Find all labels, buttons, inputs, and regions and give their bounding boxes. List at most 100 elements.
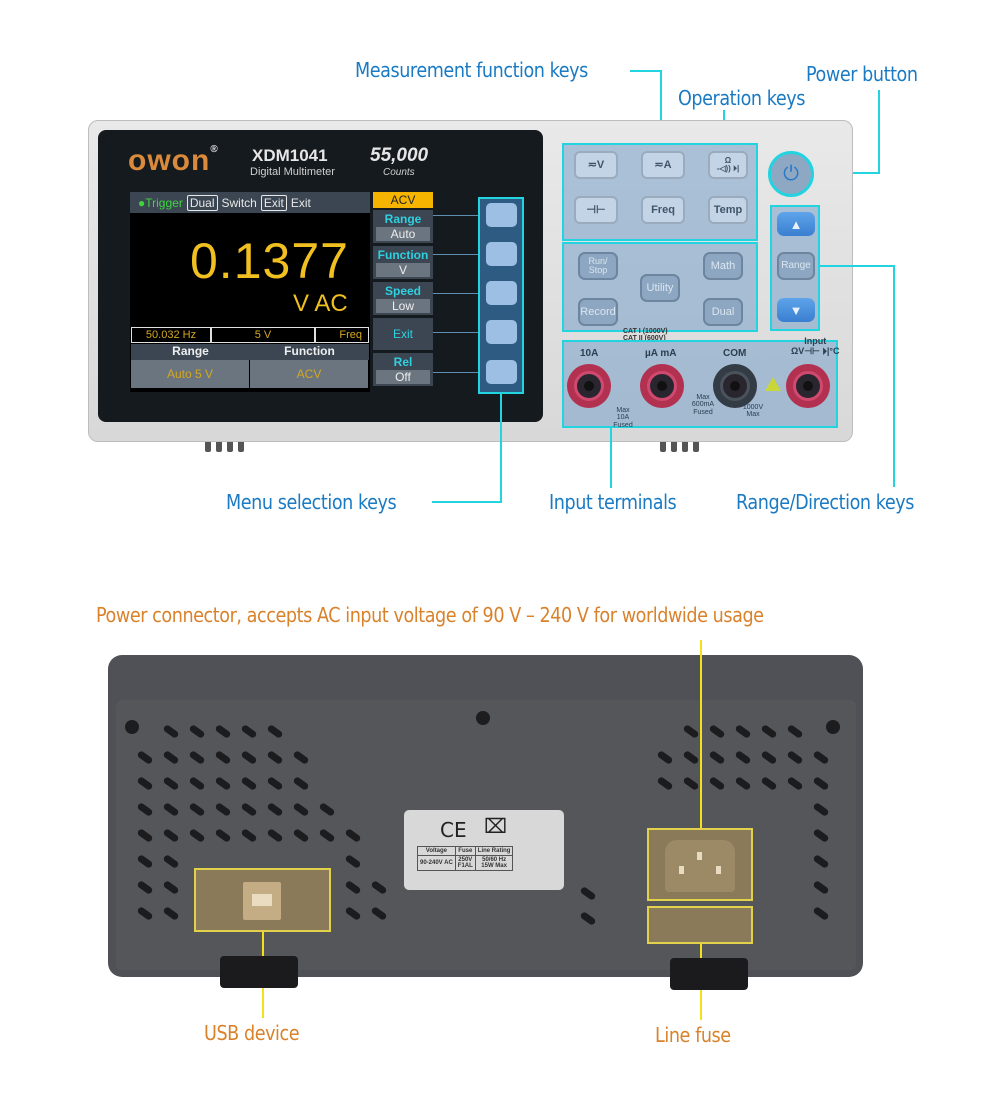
info-table-values: Auto 5 V ACV [131, 360, 369, 388]
soft-item-value: Auto [376, 227, 430, 241]
rating-header: Voltage [417, 846, 456, 856]
soft-item-value: V [376, 263, 430, 277]
usb-device-port[interactable] [194, 868, 331, 932]
leader-line [878, 90, 880, 174]
terminal-label-com: COM [723, 348, 747, 359]
ohm-continuity-key[interactable]: Ω -◁)) ⏵| [708, 151, 748, 179]
model-subtitle: Digital Multimeter [250, 166, 335, 178]
power-button[interactable]: ⏻ [768, 151, 814, 197]
freq-key[interactable]: Freq [641, 196, 685, 224]
math-key[interactable]: Math [703, 252, 743, 280]
status-bar: ●Trigger Dual Switch Exit Exit [130, 192, 370, 213]
front-feet [205, 442, 244, 452]
connector-line [433, 215, 483, 216]
secondary-range: 5 V [211, 327, 315, 343]
menu-key-2[interactable] [486, 242, 517, 266]
warning-icon [765, 377, 781, 391]
rating-table: Voltage Fuse Line Rating 90-240V AC 250V… [417, 846, 514, 871]
soft-item-label: Rel [393, 355, 413, 369]
value-range: Auto 5 V [131, 360, 249, 388]
note-10a-fused: Max 10A Fused [613, 407, 633, 429]
leader-line [893, 265, 895, 487]
value-function: ACV [250, 360, 368, 388]
soft-item-value: Low [376, 299, 430, 313]
frequency-value: 50.032 Hz [131, 327, 211, 343]
rating-voltage: 90-240V AC [417, 855, 456, 871]
callout-measurement-function-keys: Measurement function keys [355, 58, 588, 82]
counts-value: 55,000 [370, 145, 429, 166]
header-range: Range [172, 344, 209, 358]
menu-key-5[interactable] [486, 360, 517, 384]
soft-item-label: Range [384, 212, 422, 226]
secondary-info-row: 50.032 Hz 5 V Freq [131, 327, 369, 343]
screw-hole [826, 720, 840, 734]
main-reading: 0.1377 [190, 233, 349, 289]
exit-action-hint: Exit [290, 195, 311, 210]
leader-line [610, 428, 612, 488]
jack-com[interactable] [713, 364, 757, 408]
info-table-header: Range Function [131, 344, 369, 360]
terminal-label-ua-ma: µA mA [645, 348, 677, 359]
callout-input-terminals: Input terminals [549, 490, 677, 514]
header-function: Function [284, 344, 335, 358]
soft-item-label: Speed [384, 284, 421, 298]
power-icon: ⏻ [783, 162, 799, 185]
soft-item-speed: Speed Low [373, 282, 433, 315]
trigger-indicator: ●Trigger [138, 195, 183, 210]
menu-key-4[interactable] [486, 320, 517, 344]
exit-key-hint: Exit [260, 194, 287, 211]
screw-hole [476, 711, 490, 725]
brand-logo: owon® [128, 144, 219, 177]
terminal-label-input: Input ΩV⊣⊢ ⏵|°C [791, 336, 840, 356]
leader-line [500, 394, 502, 502]
range-key[interactable]: Range [777, 252, 815, 280]
soft-item-exit: Exit [373, 318, 433, 350]
utility-key[interactable]: Utility [640, 274, 680, 302]
soft-item-function: Function V [373, 246, 433, 279]
capacitance-key[interactable]: ⊣⊢ [574, 196, 618, 224]
soft-menu: ACV Range Auto Function V Speed Low Exit… [373, 192, 433, 389]
range-up-key[interactable]: ▲ [777, 212, 815, 236]
connector-line [433, 293, 483, 294]
jack-input[interactable] [786, 364, 830, 408]
usb-b-icon [243, 882, 281, 920]
ce-mark: CE [440, 818, 467, 842]
record-key[interactable]: Record [578, 298, 618, 326]
leader-line [820, 265, 894, 267]
rear-foot [670, 958, 748, 990]
temp-key[interactable]: Temp [708, 196, 748, 224]
jack-ua-ma[interactable] [640, 364, 684, 408]
soft-item-range: Range Auto [373, 210, 433, 243]
callout-range-direction-keys: Range/Direction keys [736, 490, 914, 514]
run-stop-key[interactable]: Run/ Stop [578, 252, 618, 280]
iec-socket-icon [665, 840, 735, 892]
acv-dcv-key[interactable]: ≂V [574, 151, 618, 179]
menu-key-1[interactable] [486, 203, 517, 227]
weee-icon: ⌧ [484, 816, 508, 838]
note-600ma-fused: Max 600mA Fused [691, 394, 715, 416]
range-down-key[interactable]: ▼ [777, 298, 815, 322]
callout-line-fuse: Line fuse [655, 1023, 731, 1047]
rear-foot [220, 956, 298, 988]
control-panel: ≂V ≂A Ω -◁)) ⏵| ⊣⊢ Freq Temp Run/ Stop M… [553, 132, 843, 432]
soft-menu-title: ACV [373, 192, 433, 208]
dual-action-hint: Switch [221, 195, 257, 210]
rating-line: 50/60 Hz 15W Max [474, 855, 514, 871]
power-connector[interactable] [647, 828, 753, 901]
dual-key[interactable]: Dual [703, 298, 743, 326]
leader-line [630, 70, 661, 72]
secondary-mode: Freq [315, 327, 369, 343]
counts-label: Counts [383, 167, 415, 178]
rating-fuse: 250V F1AL [454, 855, 476, 871]
line-fuse-holder[interactable] [647, 906, 753, 944]
connector-line [433, 372, 483, 373]
terminal-label-10a: 10A [580, 348, 599, 359]
callout-power-button: Power button [806, 62, 918, 86]
reading-unit: V AC [293, 290, 348, 317]
front-feet [660, 442, 699, 452]
cat-rating-label: CAT I (1000V) CAT II (600V) [623, 328, 668, 343]
jack-10a[interactable] [567, 364, 611, 408]
menu-key-3[interactable] [486, 281, 517, 305]
screw-hole [125, 720, 139, 734]
aca-dca-key[interactable]: ≂A [641, 151, 685, 179]
